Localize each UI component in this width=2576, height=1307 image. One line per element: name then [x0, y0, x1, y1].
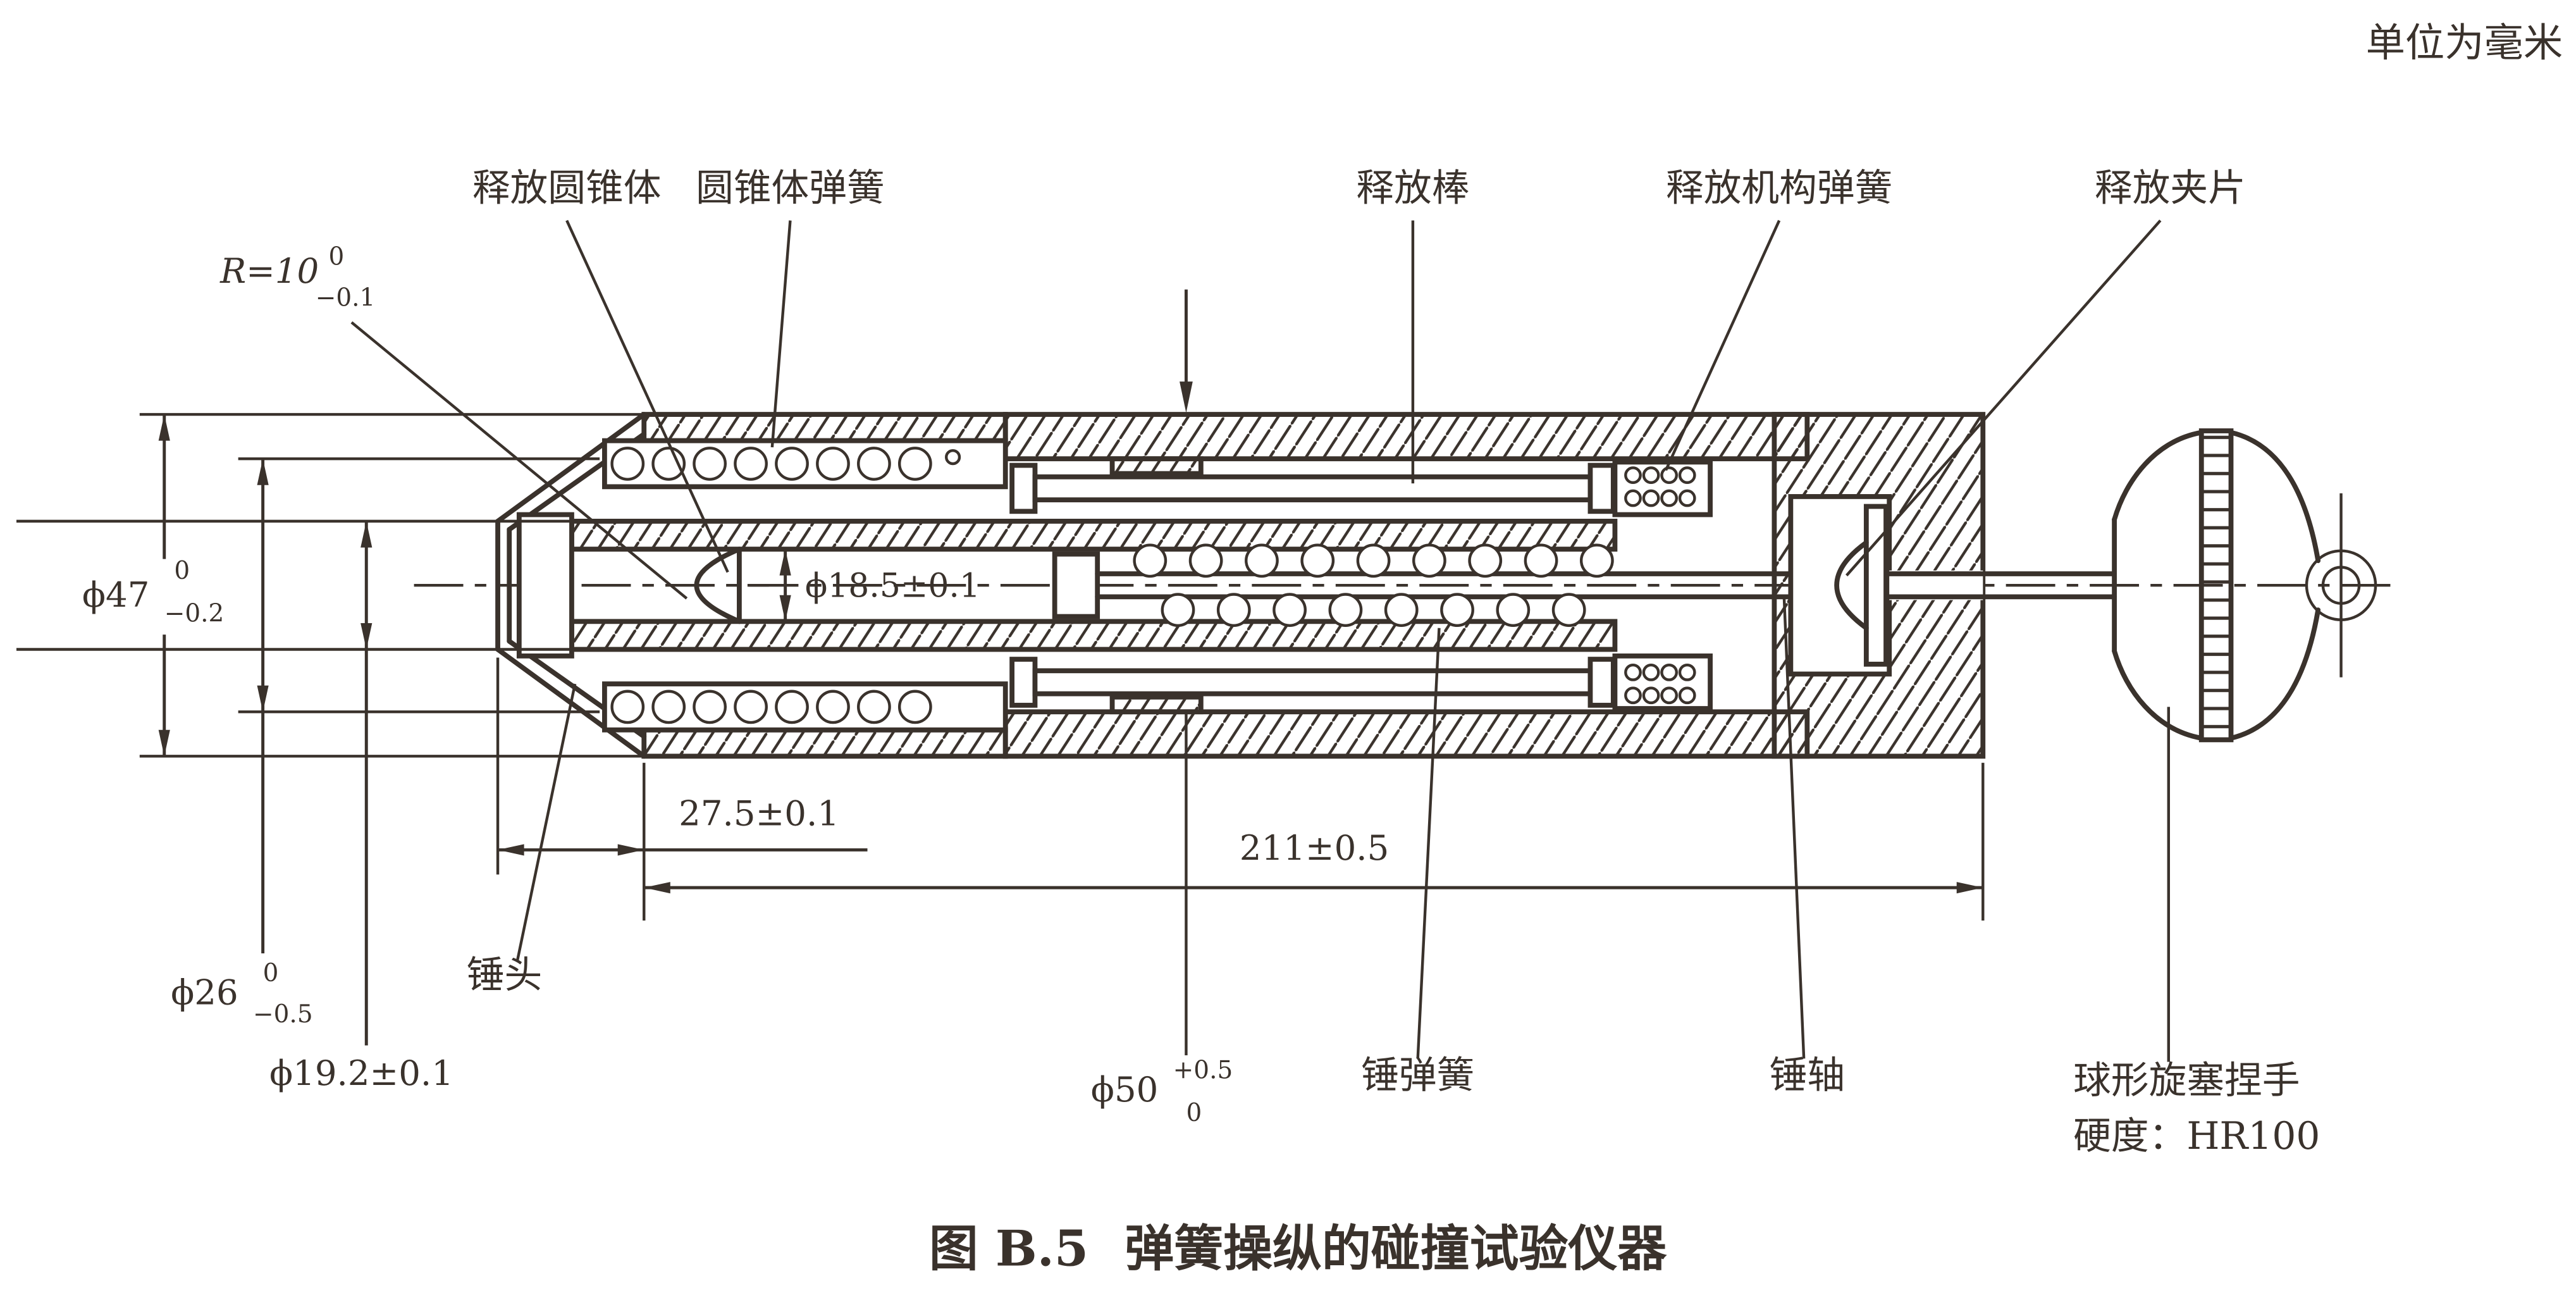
casing-bottom-notch: [1109, 694, 1204, 715]
dim-dia50: ϕ50 +0.5 0: [1091, 712, 1233, 1127]
inner-sleeve: [569, 518, 1618, 652]
hammer-shaft-leader: [1782, 598, 1806, 1059]
dim-dia50-tol-upper: +0.5: [1173, 1056, 1233, 1084]
release-rod: [1009, 462, 1616, 708]
dim-dia19-2-value: ϕ19.2±0.1: [269, 1053, 453, 1093]
shaft-exit: [1887, 570, 2117, 600]
dim-r10-tol-lower: −0.1: [316, 284, 376, 313]
dim-dia26: ϕ26 0 −0.5: [171, 459, 313, 1029]
label-release-cone: 释放圆锥体: [472, 166, 662, 210]
spherical-knob: [2112, 428, 2377, 743]
hammer-spring-leader: [1416, 628, 1441, 1059]
release-cone-leader: [565, 220, 729, 573]
dim-27-5: 27.5±0.1: [496, 657, 868, 921]
release-mechanism-spring-leader: [1664, 220, 1781, 471]
dim-r10: R=10 0 −0.1: [219, 243, 688, 600]
dim-dia26-tol-upper: 0: [263, 959, 279, 988]
dim-dia50-tol-lower: 0: [1186, 1099, 1202, 1127]
figure-caption: 图 B.5 弹簧操纵的碰撞试验仪器: [929, 1220, 1667, 1278]
label-hammer-shaft: 锤轴: [1770, 1054, 1845, 1098]
label-release-clip: 释放夹片: [2095, 166, 2246, 210]
knurl-band: [2198, 428, 2234, 743]
dim-dia18-5-value: ϕ18.5±0.1: [805, 567, 980, 605]
dim-dia47-tol-upper: 0: [174, 557, 190, 585]
label-hammer-head: 锤头: [467, 954, 542, 998]
dim-dia50-value: ϕ50: [1091, 1069, 1159, 1110]
cone-spring-leader: [770, 220, 792, 448]
dim-dia19-2: ϕ19.2±0.1: [269, 521, 453, 1093]
device-body: [414, 412, 2402, 759]
label-hammer-spring: 锤弹簧: [1361, 1054, 1474, 1098]
dim-211: 211±0.5: [644, 762, 1985, 921]
label-release-rod: 释放棒: [1356, 166, 1469, 210]
r10-leader-line: [350, 321, 688, 600]
release-mechanism-spring: [1612, 459, 1713, 711]
label-knob-name: 球形旋塞捏手: [2073, 1059, 2300, 1103]
dim-dia47-tol-lower: −0.2: [164, 599, 225, 628]
hammer-spring: [1133, 543, 1614, 628]
dim-211-value: 211±0.5: [1240, 827, 1390, 868]
dim-r10-value: R=10: [219, 251, 319, 291]
part-labels: 释放圆锥体 圆锥体弹簧 释放棒 释放机构弹簧 释放夹片 锤头 锤弹簧 锤轴 球形…: [467, 166, 2320, 1158]
dim-27-5-value: 27.5±0.1: [679, 793, 839, 833]
hammer-head: [516, 512, 574, 659]
dim-dia47: ϕ47 0 −0.2: [82, 414, 225, 757]
cone-spring: [602, 438, 1008, 733]
casing-top-notch: [1109, 456, 1204, 476]
dim-dia26-tol-lower: −0.5: [253, 1000, 313, 1029]
dim-dia26-value: ϕ26: [171, 972, 238, 1013]
units-note: 单位为毫米: [2366, 20, 2563, 66]
dim-dia18-5: ϕ18.5±0.1: [747, 549, 980, 622]
hammer-head-leader: [516, 683, 577, 960]
release-clip-leader: [1846, 220, 2162, 577]
label-cone-spring: 圆锥体弹簧: [696, 166, 885, 210]
impact-pointer-arrow: [1180, 289, 1193, 413]
dimensions: ϕ47 0 −0.2 ϕ26 0 −0.5 ϕ19.2±0.1 ϕ18.5±0.: [16, 243, 1985, 1127]
dim-dia47-value: ϕ47: [82, 574, 150, 615]
figure-caption-title: 弹簧操纵的碰撞试验仪器: [1125, 1220, 1667, 1278]
label-knob-hardness: 硬度：HR100: [2073, 1115, 2320, 1158]
figure-caption-number: 图 B.5: [929, 1220, 1088, 1278]
dim-r10-tol-upper: 0: [329, 243, 345, 271]
label-release-mechanism-spring: 释放机构弹簧: [1666, 166, 1892, 210]
release-clip: [1788, 494, 1892, 677]
